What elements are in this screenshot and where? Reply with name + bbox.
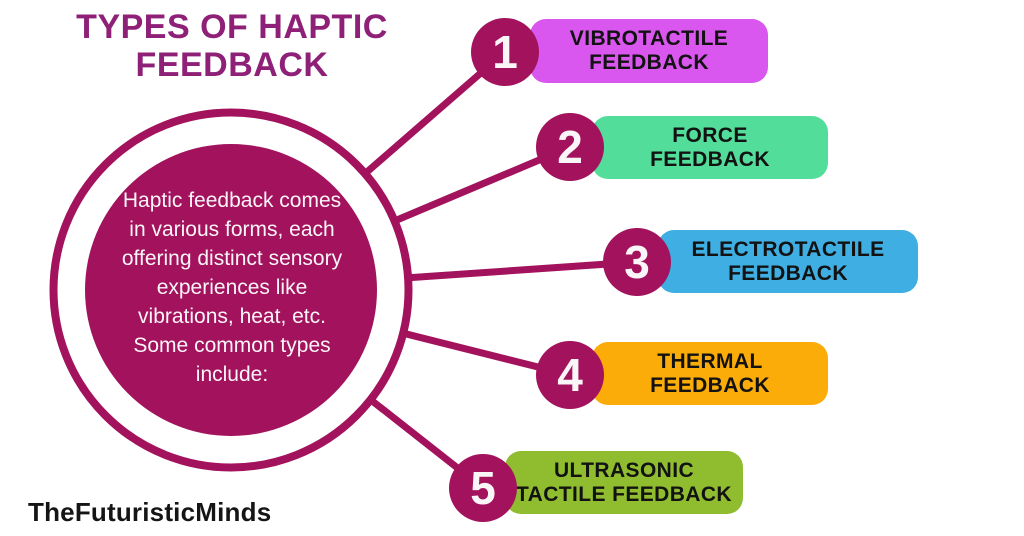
item-1-label-line2: FEEDBACK [589,51,709,74]
item-5-number-badge: 5 [449,454,517,522]
item-5-label-badge: ULTRASONIC TACTILE FEEDBACK [505,451,743,514]
item-3-label-line1: ELECTROTACTILE [691,237,885,261]
item-1-label-badge: VIBROTACTILE FEEDBACK [530,19,768,83]
item-2-label-line1: FORCE [672,123,748,147]
page-title: TYPES OF HAPTIC FEEDBACK [32,8,432,84]
center-description: Haptic feedback comes in various forms, … [96,186,368,389]
item-4-label-badge: THERMAL FEEDBACK [592,342,828,405]
item-1-number-badge: 1 [471,18,539,86]
item-2-label-line2: FEEDBACK [650,147,770,171]
item-1-number: 1 [492,26,518,78]
item-4-label-line2: FEEDBACK [650,373,770,397]
brand-watermark: TheFuturisticMinds [28,497,272,527]
item-4-label-line1: THERMAL [657,349,763,373]
center-description-line: Haptic feedback comes [122,189,342,212]
item-2-label-badge: FORCE FEEDBACK [592,116,828,179]
center-description-line: experiences like [156,276,308,299]
item-1-label-line1: VIBROTACTILE [569,27,729,50]
item-4-number: 4 [557,349,583,401]
item-4-number-badge: 4 [536,341,604,409]
item-2-number-badge: 2 [536,113,604,181]
item-5-number: 5 [470,462,496,514]
item-3-number-badge: 3 [603,228,671,296]
page-title-line2: FEEDBACK [135,46,329,84]
item-3-number: 3 [624,236,650,288]
center-description-line: Some common types [133,334,331,357]
center-description-line: in various forms, each [129,218,335,241]
item-3-label-badge: ELECTROTACTILE FEEDBACK [658,230,918,293]
center-description-line: vibrations, heat, etc. [138,305,326,328]
item-3-label-line2: FEEDBACK [728,261,848,285]
item-5-label-line2: TACTILE FEEDBACK [516,482,732,506]
center-description-line: offering distinct sensory [121,247,343,270]
item-5-label-line1: ULTRASONIC [553,458,695,482]
page-title-line1: TYPES OF HAPTIC [76,8,388,46]
center-description-line: include: [195,363,269,386]
center-circle [85,144,377,436]
item-2-number: 2 [557,121,583,173]
